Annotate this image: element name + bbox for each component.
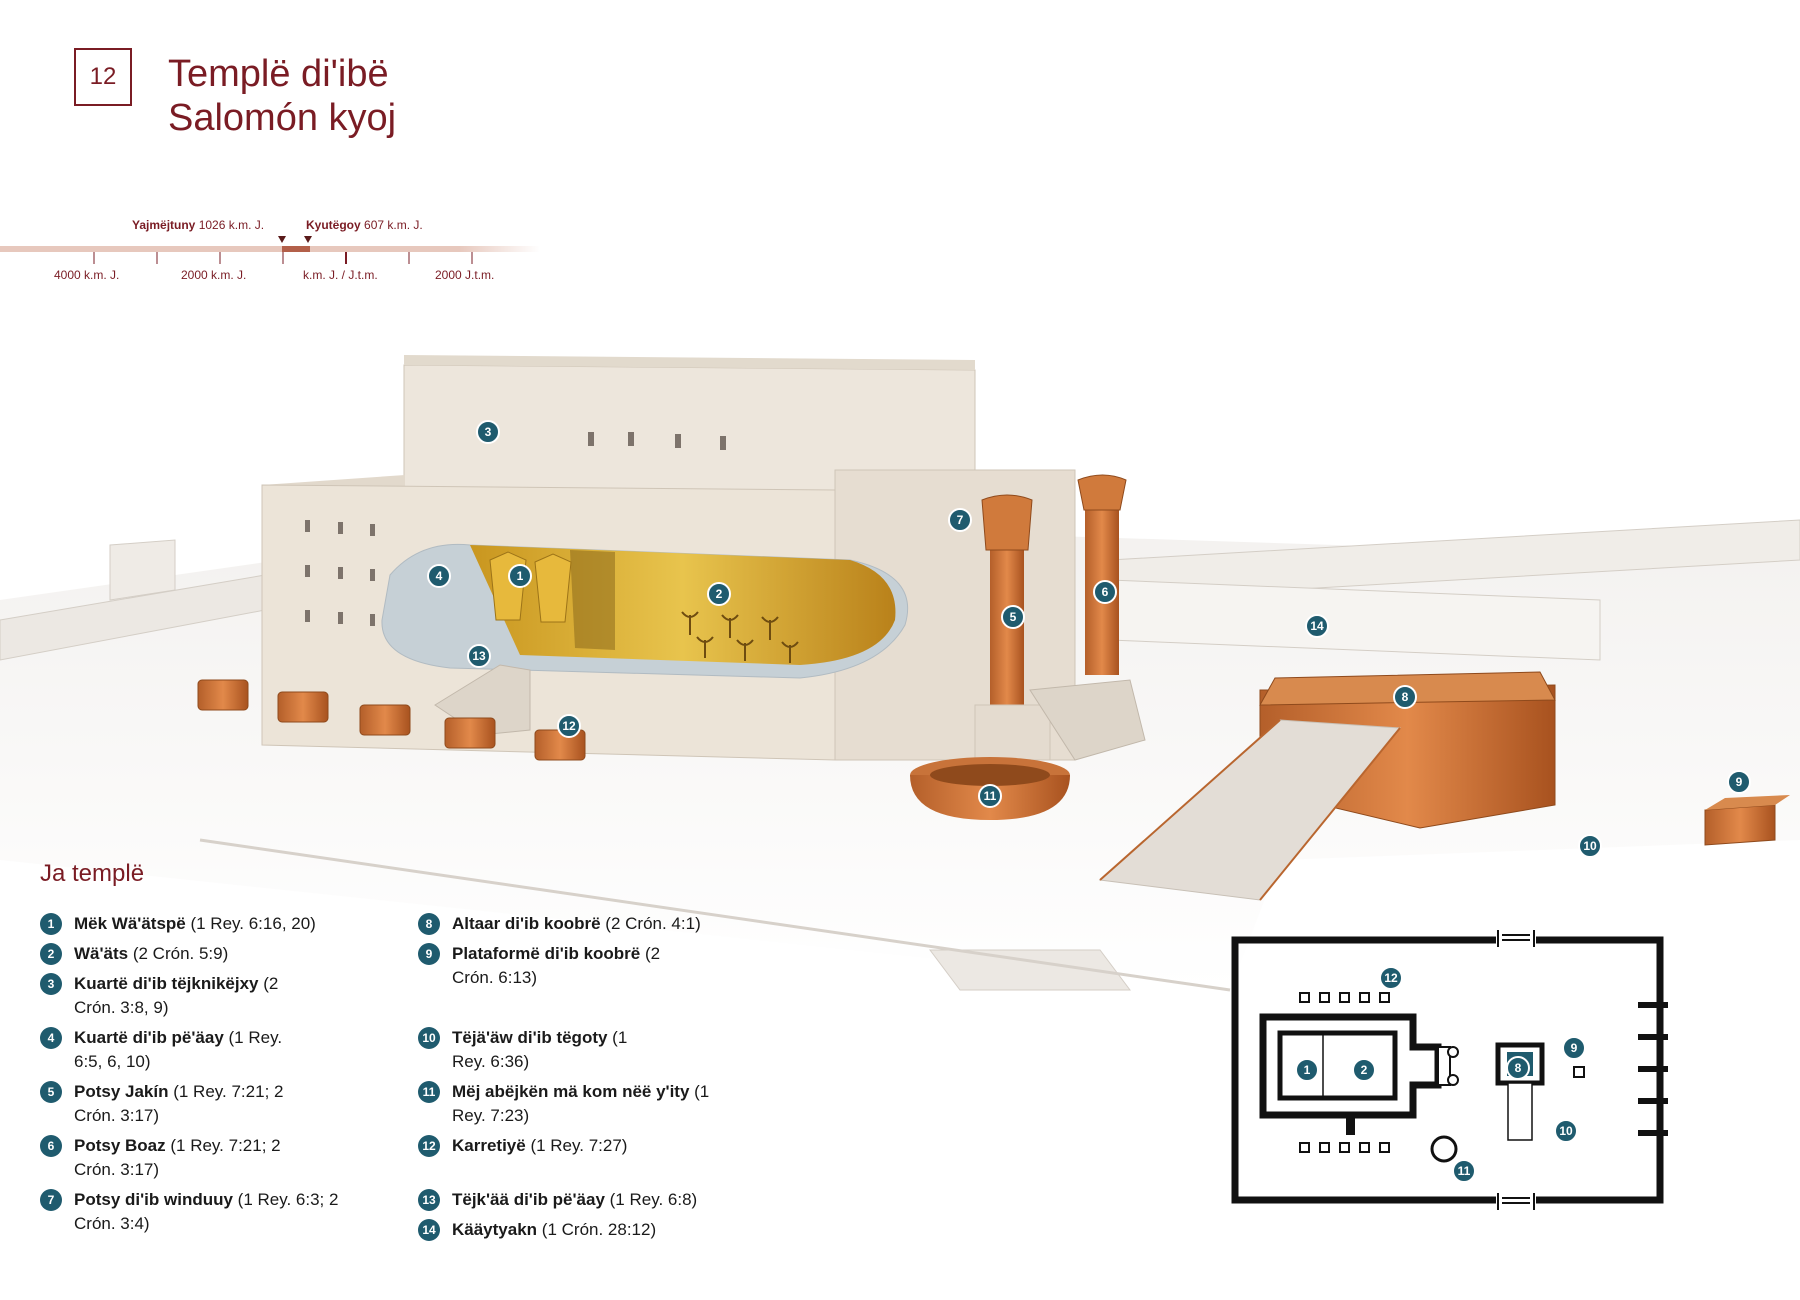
marker-7: 7	[948, 508, 972, 532]
timeline-bar	[0, 236, 540, 264]
marker-12: 12	[557, 714, 581, 738]
timeline-event-1: Yajmëjtuny 1026 k.m. J.	[132, 218, 265, 232]
main-building	[261, 469, 1076, 761]
plan-marker-11: 11	[1452, 1159, 1476, 1183]
marker-10: 10	[1578, 834, 1602, 858]
timeline-tick: k.m. J. / J.t.m.	[303, 268, 378, 282]
title-line-2: Salomón kyoj	[168, 97, 397, 139]
plan-marker-2: 2	[1352, 1058, 1376, 1082]
marker-5: 5	[1001, 605, 1025, 629]
plan-marker-9: 9	[1562, 1036, 1586, 1060]
timeline-tick: 4000 k.m. J.	[54, 268, 120, 282]
front-steps	[929, 949, 1131, 991]
upper-chamber-block	[403, 355, 976, 511]
plan-marker-1: 1	[1295, 1058, 1319, 1082]
timeline-tick: 2000 k.m. J.	[181, 268, 247, 282]
timeline-event-2: Kyutëgoy 607 k.m. J.	[306, 218, 423, 232]
timeline: Yajmëjtuny 1026 k.m. J. Kyutëgoy 607 k.m…	[0, 200, 560, 290]
marker-3: 3	[476, 420, 500, 444]
page-title: Templë di'ibë Salomón kyoj	[168, 52, 396, 140]
marker-11: 11	[978, 784, 1002, 808]
marker-9: 9	[1727, 770, 1751, 794]
pillars	[974, 474, 1146, 761]
temple-illustration	[0, 355, 1800, 992]
page-number: 12	[89, 63, 117, 90]
legend-title: Ja templë	[40, 860, 145, 887]
plan-marker-12: 12	[1379, 966, 1403, 990]
copper-platform	[1704, 795, 1790, 846]
marker-14: 14	[1305, 614, 1329, 638]
marker-13: 13	[467, 644, 491, 668]
marker-6: 6	[1093, 580, 1117, 604]
plan-marker-8: 8	[1506, 1056, 1530, 1080]
marker-4: 4	[427, 564, 451, 588]
marker-2: 2	[707, 582, 731, 606]
timeline-tick: 2000 J.t.m.	[435, 268, 495, 282]
lampstands	[681, 611, 799, 663]
plan-marker-10: 10	[1554, 1119, 1578, 1143]
carts	[197, 679, 586, 761]
right-colonnade	[1109, 519, 1800, 661]
floor-plan	[1231, 930, 1668, 1210]
marker-1: 1	[508, 564, 532, 588]
marker-8: 8	[1393, 685, 1417, 709]
page-number-box: 12	[74, 48, 132, 106]
title-line-1: Templë di'ibë	[168, 53, 389, 95]
